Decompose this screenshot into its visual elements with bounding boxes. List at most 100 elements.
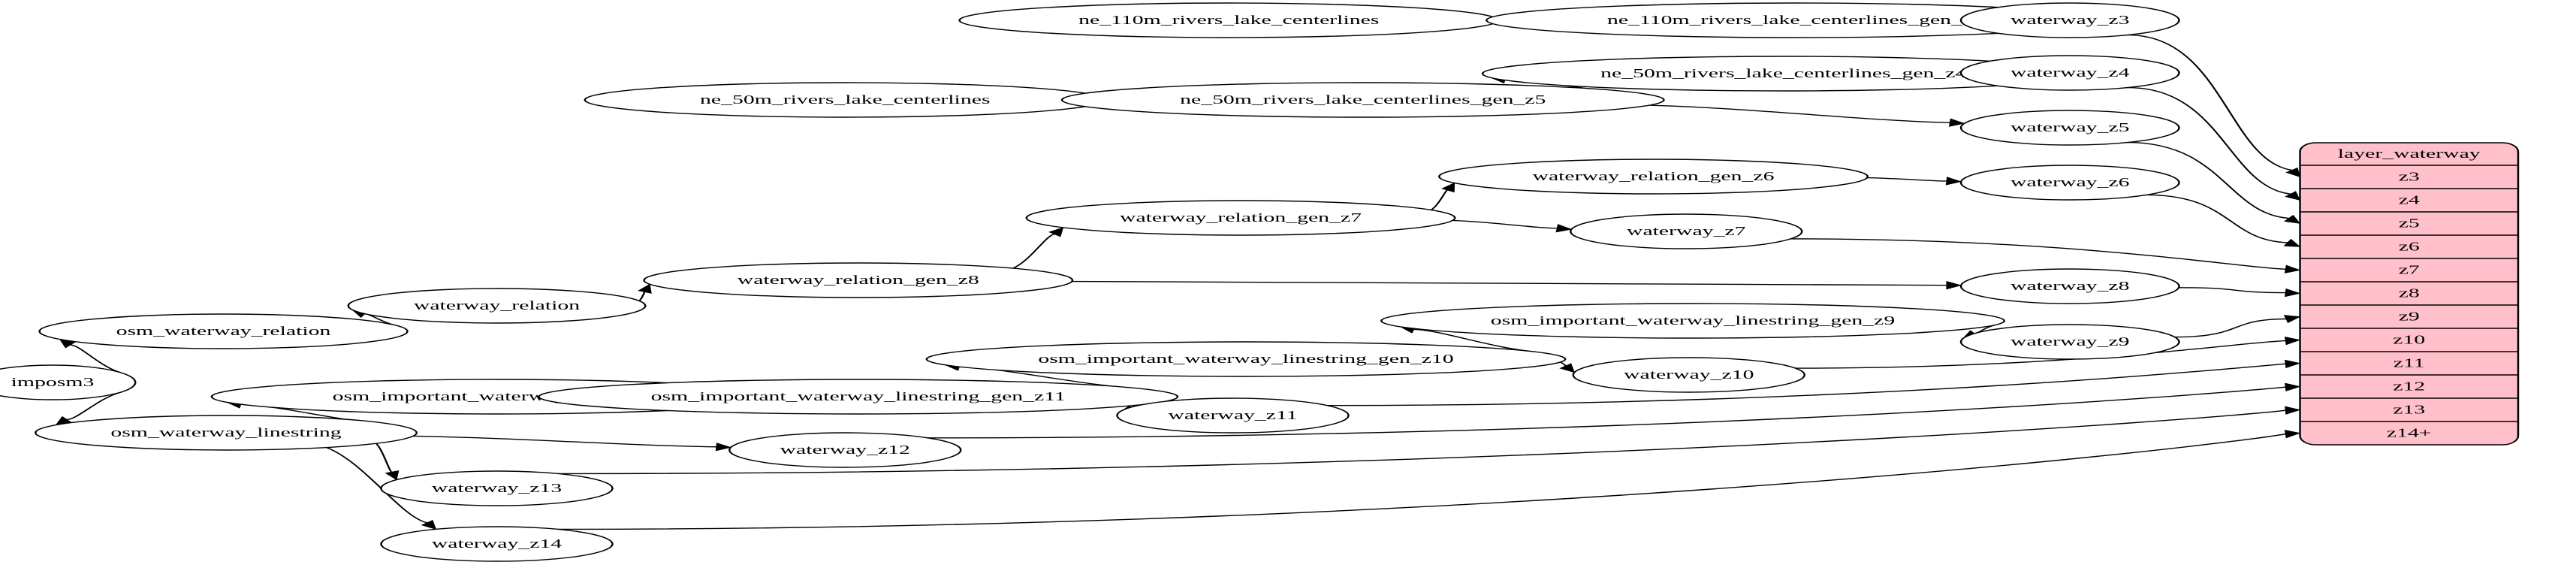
edge-waterway_z11-to-layer_waterway_z11 [1327, 359, 2301, 406]
edge-line [2127, 34, 2292, 171]
node-osm_waterway_relation[interactable]: osm_waterway_relation [38, 313, 409, 349]
edge-line [2127, 141, 2289, 219]
record-row-z3[interactable]: z3 [2399, 170, 2420, 184]
arrow-head [1948, 118, 1965, 127]
node-ellipse [1570, 213, 1803, 249]
node-waterway_relation_gen_z7[interactable]: waterway_relation_gen_z7 [1025, 200, 1456, 236]
node-waterway_z6[interactable]: waterway_z6 [1959, 165, 2180, 201]
arrow-head [2283, 238, 2301, 247]
node-ellipse [0, 364, 137, 400]
node-waterway_z9[interactable]: waterway_z9 [1959, 324, 2180, 360]
node-ellipse [728, 432, 962, 468]
edge-waterway_z9-to-layer_waterway_z9 [2174, 315, 2301, 338]
node-waterway_z7[interactable]: waterway_z7 [1570, 213, 1803, 249]
arrow-head [715, 443, 732, 452]
node-waterway_z14[interactable]: waterway_z14 [380, 526, 614, 562]
record-row-z14+[interactable]: z14+ [2387, 426, 2432, 440]
arrow-head [1440, 182, 1455, 193]
node-label: waterway_z8 [2010, 279, 2130, 293]
layer-waterway-record[interactable]: layer_waterwayz3z4z5z6z7z8z9z10z11z12z13… [2299, 142, 2520, 446]
node-label: waterway_z6 [2010, 175, 2130, 189]
arrow-head [2285, 359, 2301, 369]
arrow-head [1555, 224, 1573, 233]
node-label: osm_important_waterway_linestring_gen_z9 [1491, 313, 1895, 328]
edge-waterway_z4-to-layer_waterway_z4 [2127, 86, 2301, 201]
node-waterway_relation_gen_z6[interactable]: waterway_relation_gen_z6 [1438, 159, 1869, 195]
edge-line [2127, 86, 2291, 195]
arrow-head [2285, 382, 2301, 391]
arrow-head [2285, 191, 2301, 201]
arrow-head [2284, 288, 2301, 298]
record-row-z4[interactable]: z4 [2399, 193, 2420, 207]
node-label: osm_waterway_relation [116, 324, 331, 338]
edge-line [1072, 280, 1947, 286]
edge-line [927, 386, 2286, 439]
node-waterway_z12[interactable]: waterway_z12 [728, 432, 962, 468]
node-osm_important_waterway_linestring_gen_z10[interactable]: osm_important_waterway_linestring_gen_z1… [925, 341, 1567, 377]
node-waterway_z11[interactable]: waterway_z11 [1116, 397, 1350, 434]
record-row-z10[interactable]: z10 [2393, 333, 2425, 347]
arrow-head [1945, 177, 1962, 186]
edge-waterway_z7-to-layer_waterway_z7 [1790, 238, 2301, 273]
node-waterway_z13[interactable]: waterway_z13 [380, 470, 614, 506]
node-waterway_z8[interactable]: waterway_z8 [1959, 268, 2180, 304]
node-waterway_relation_gen_z8[interactable]: waterway_relation_gen_z8 [643, 262, 1074, 298]
node-label: osm_important_waterway_linestring_gen_z1… [1038, 352, 1453, 366]
node-label: waterway_relation_gen_z6 [1532, 169, 1774, 183]
node-label: osm_important_waterway_linestring_gen_z1… [651, 389, 1066, 403]
node-imposm3[interactable]: imposm3 [0, 364, 137, 400]
arrow-head [385, 470, 400, 481]
node-ne_50m_rivers_lake_centerlines[interactable]: ne_50m_rivers_lake_centerlines [584, 82, 1106, 118]
record-row-z8[interactable]: z8 [2399, 286, 2420, 301]
arrow-head [2283, 315, 2301, 324]
node-ne_50m_rivers_lake_centerlines_gen_z5[interactable]: ne_50m_rivers_lake_centerlines_gen_z5 [1060, 82, 1665, 118]
edge-line [557, 409, 2286, 475]
record-row-z5[interactable]: z5 [2399, 216, 2420, 231]
node-label: waterway_relation [414, 298, 580, 313]
node-waterway_z5[interactable]: waterway_z5 [1959, 110, 2180, 146]
node-osm_waterway_linestring[interactable]: osm_waterway_linestring [35, 415, 418, 451]
node-label: waterway_z3 [2010, 13, 2130, 27]
record-row-z6[interactable]: z6 [2399, 240, 2420, 254]
record-row-z9[interactable]: z9 [2399, 310, 2420, 324]
edge-waterway_z8-to-layer_waterway_z8 [2179, 287, 2301, 298]
node-osm_important_waterway_linestring_gen_z11[interactable]: osm_important_waterway_linestring_gen_z1… [538, 379, 1179, 415]
record-row-z13[interactable]: z13 [2393, 403, 2425, 417]
node-waterway_z4[interactable]: waterway_z4 [1959, 55, 2180, 91]
node-label: waterway_z7 [1627, 224, 1746, 238]
record-row-z11[interactable]: z11 [2394, 356, 2425, 370]
edge-line [1012, 234, 1055, 269]
node-ellipse [1380, 303, 2005, 339]
record-row-z7[interactable]: z7 [2399, 263, 2420, 277]
arrow-head [2285, 406, 2301, 415]
edge-waterway_z6-to-layer_waterway_z6 [2146, 194, 2301, 247]
edge-waterway_relation_gen_z7-to-waterway_z7 [1452, 219, 1573, 233]
node-ellipse [1060, 82, 1665, 118]
edge-ne_50m_rivers_lake_centerlines_gen_z5-to-waterway_z5 [1648, 104, 1965, 127]
node-ne_110m_rivers_lake_centerlines_gen_z3[interactable]: ne_110m_rivers_lake_centerlines_gen_z3 [1486, 2, 2105, 38]
node-ellipse [643, 262, 1074, 298]
node-waterway_relation[interactable]: waterway_relation [347, 288, 647, 324]
node-ellipse [1959, 55, 2180, 91]
node-label: osm_waterway_linestring [110, 425, 341, 440]
edge-waterway_relation_gen_z8-to-waterway_relation_gen_z7 [1012, 227, 1064, 269]
node-ne_110m_rivers_lake_centerlines[interactable]: ne_110m_rivers_lake_centerlines [958, 2, 1500, 38]
node-label: waterway_z14 [432, 536, 562, 551]
node-ellipse [38, 313, 409, 349]
node-label: ne_110m_rivers_lake_centerlines [1078, 13, 1379, 27]
edge-osm_waterway_linestring-to-waterway_z12 [413, 435, 732, 452]
node-label: waterway_z4 [2010, 65, 2130, 80]
node-waterway_z10[interactable]: waterway_z10 [1572, 357, 1805, 393]
nodes-layer: imposm3 osm_waterway_relation osm_waterway… [0, 2, 2180, 562]
edge-line [2179, 287, 2286, 294]
node-ellipse [538, 379, 1179, 415]
node-osm_important_waterway_linestring_gen_z9[interactable]: osm_important_waterway_linestring_gen_z9 [1380, 303, 2005, 339]
edge-line [1648, 104, 1950, 123]
record-outline [2299, 142, 2520, 446]
node-label: waterway_z11 [1168, 408, 1297, 422]
record-row-z12[interactable]: z12 [2393, 379, 2425, 394]
edge-line [1867, 177, 1947, 182]
edge-waterway_relation_gen_z7-to-waterway_relation_gen_z6 [1430, 182, 1455, 210]
node-waterway_z3[interactable]: waterway_z3 [1959, 2, 2180, 38]
